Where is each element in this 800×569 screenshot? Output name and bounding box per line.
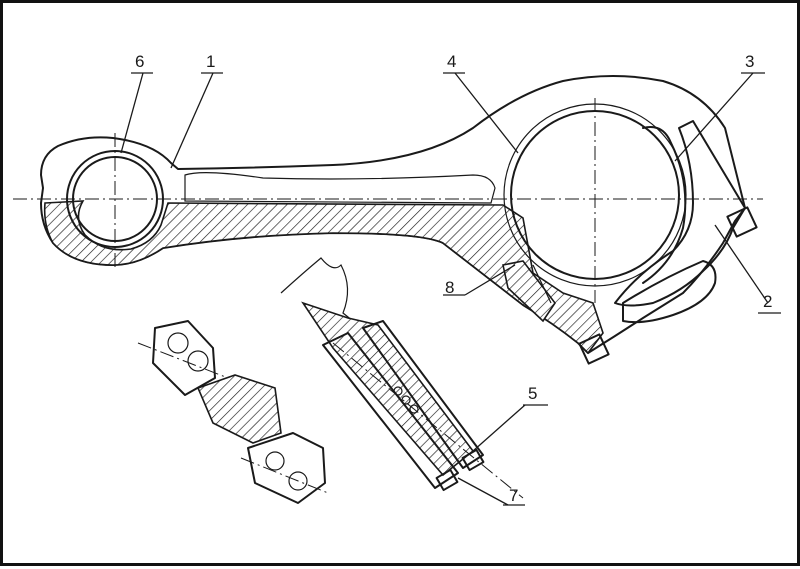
section-upper-hole-2 (187, 350, 209, 372)
callout-3: 3 (745, 52, 754, 71)
left-section-views (137, 320, 329, 504)
leader-1 (170, 72, 214, 169)
leader-4 (454, 72, 519, 154)
section-lower-hole-1 (265, 451, 285, 471)
callout-labels: 6 1 4 3 2 8 5 7 (135, 52, 772, 505)
oil-hole-3 (409, 404, 419, 414)
shank-web (184, 172, 496, 204)
callout-6: 6 (135, 52, 144, 71)
cap-bolt-head-right (726, 206, 758, 238)
callout-7: 7 (509, 486, 518, 505)
leader-3 (674, 72, 754, 162)
break-line (280, 257, 359, 326)
leader-2 (714, 224, 769, 304)
bolt-nut-left (435, 468, 459, 492)
connecting-rod-drawing: 6 1 4 3 2 8 5 7 (13, 52, 781, 506)
leader-7 (457, 477, 509, 506)
big-end-cap (614, 120, 746, 307)
cap-lower-loop (622, 260, 717, 324)
rod-section-hatch (43, 200, 604, 355)
callout-2: 2 (763, 292, 772, 311)
oil-hole-1 (393, 386, 403, 396)
leader-6 (120, 72, 144, 154)
callout-4: 4 (447, 52, 456, 71)
callout-1: 1 (206, 52, 215, 71)
leader-lines (120, 72, 781, 506)
cap-bolt-head-bottom (578, 333, 610, 365)
section-view-middle (196, 374, 282, 444)
leader-8 (464, 264, 516, 296)
leader-5 (472, 404, 526, 452)
rod-assembly (13, 75, 763, 365)
section-view-lower (247, 432, 326, 504)
bolt-shank-left (322, 332, 459, 489)
section-lower-axis (240, 457, 329, 494)
bearing-lining (642, 126, 687, 284)
section-lower-hole-2 (288, 471, 308, 491)
bolt-axis (332, 342, 524, 499)
section-upper-hole-1 (167, 332, 189, 354)
oil-hole-2 (401, 395, 411, 405)
section-upper-axis (137, 342, 229, 379)
bolt-exploded-view (280, 257, 524, 499)
oil-passage-detail (502, 260, 556, 323)
callout-8: 8 (445, 278, 454, 297)
oil-passage-line (532, 264, 552, 304)
section-view-upper (152, 320, 216, 396)
callout-5: 5 (528, 384, 537, 403)
